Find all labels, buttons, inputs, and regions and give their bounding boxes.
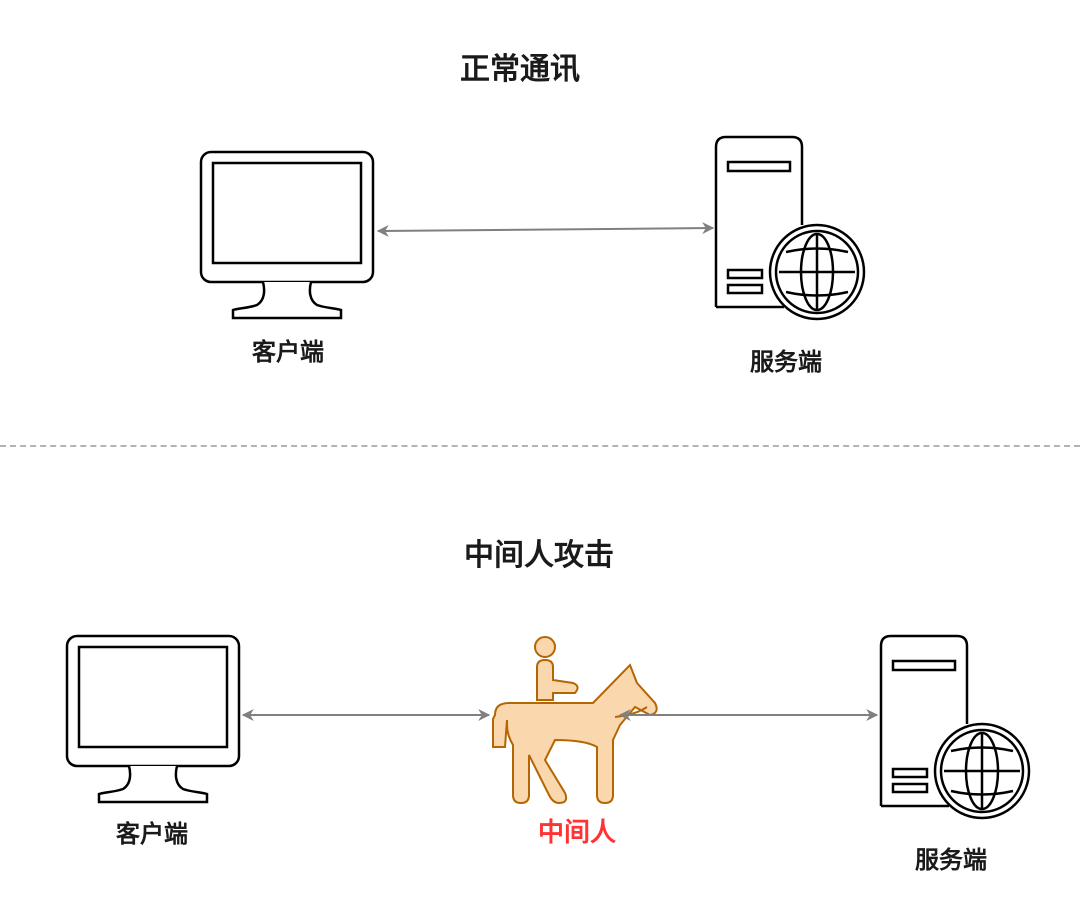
client-label: 客户端 bbox=[252, 338, 324, 366]
attacker-label: 中间人 bbox=[537, 818, 617, 848]
server-label: 服务端 bbox=[915, 846, 987, 874]
server-web-server-icon bbox=[714, 135, 866, 321]
edge-client-server bbox=[376, 222, 715, 237]
section-title-normal: 正常通讯 bbox=[460, 52, 580, 87]
attacker-horse-rider-icon bbox=[492, 636, 658, 804]
section-title-mitm: 中间人攻击 bbox=[464, 538, 614, 573]
client-label: 客户端 bbox=[116, 820, 188, 848]
client-monitor-icon bbox=[65, 634, 241, 804]
client-monitor-icon bbox=[199, 150, 375, 320]
server-web-server-icon bbox=[879, 634, 1031, 820]
section-divider bbox=[0, 445, 1080, 447]
server-label: 服务端 bbox=[750, 348, 822, 376]
